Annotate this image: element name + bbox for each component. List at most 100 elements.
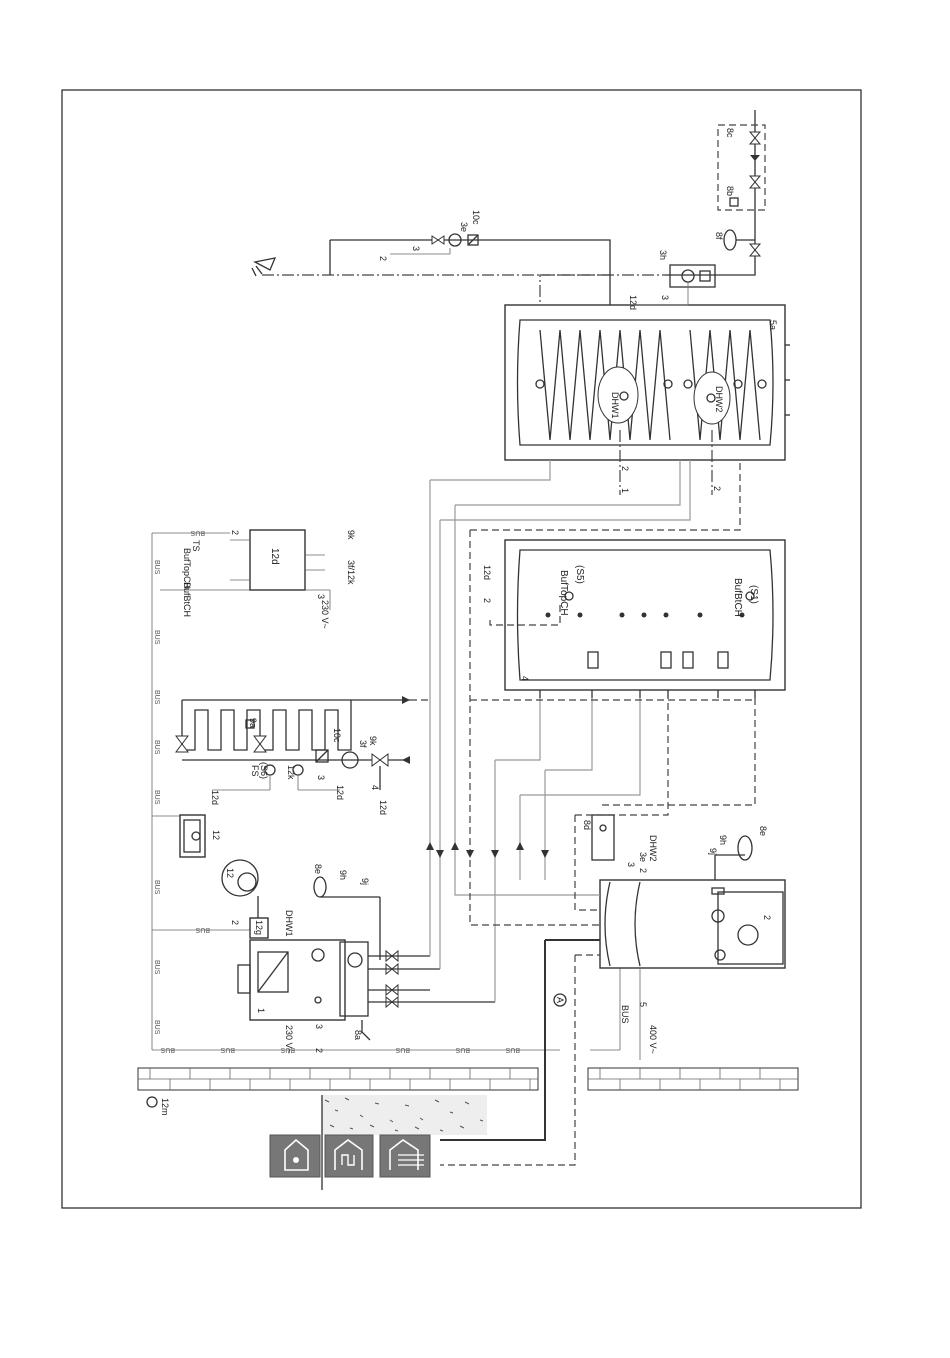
bus-network: BUS BUS BUS BUS BUS BUS BUS BUS BUS BUS …	[151, 529, 621, 1053]
ref-12-boiler-label: 12	[225, 868, 235, 878]
ref-12-label: 12	[211, 830, 221, 840]
dhw2-sensor-label: DHW2	[714, 386, 724, 413]
ref-9k-mix-label: 9k	[368, 736, 378, 746]
ref-12k-label: 12k	[286, 765, 296, 780]
svg-text:BUS: BUS	[505, 1046, 520, 1053]
controller-12d: 12d BufTopCH TS BufBtCH 3f/12k 9k 230 V~…	[182, 529, 356, 629]
ref-8d-label: 8d	[582, 820, 592, 830]
ref-3e-hp-label: 3e	[638, 852, 648, 862]
controller-12d-label: 12d	[269, 548, 280, 565]
buftopch-label: BufTopCH	[558, 570, 569, 616]
ctrl-230v-label: 230 V~	[320, 600, 330, 629]
ref-3h-label: 3h	[658, 250, 668, 260]
ref-9j-boiler-label: 9j	[360, 878, 370, 885]
ref-8f-label: 8f	[714, 232, 724, 240]
hp-n5-label: 5	[638, 1002, 648, 1007]
ctrl-n3-label: 3	[316, 594, 326, 599]
boiler-bus-n2-label: 2	[230, 920, 240, 925]
boiler-230v-label: 230 V~	[284, 1025, 294, 1054]
svg-text:BUS: BUS	[455, 1046, 470, 1053]
dhw-circulation: 3e 10c 3 2 3h 3 12d 8f 8c 8b	[251, 110, 766, 310]
boiler-n3-label: 3	[314, 1024, 324, 1029]
hp-n3-label: 3	[626, 862, 636, 867]
s5-label: (S5)	[574, 565, 585, 584]
sensor-cabling: 1 2 2	[619, 430, 722, 495]
floor-n4-label: 4	[370, 785, 380, 790]
dhw1-boiler-label: DHW1	[284, 910, 294, 937]
dhw-tank-5a: DHW1 DHW2 5a	[504, 304, 790, 461]
hp-n2-label: 2	[638, 868, 648, 873]
ref-3e-top-label: 3e	[459, 222, 469, 232]
piping: A	[410, 460, 756, 1166]
s1-label: (S1)	[748, 585, 759, 604]
dhw1-n1-label: 1	[620, 488, 630, 493]
svg-text:BUS: BUS	[153, 960, 160, 975]
3h-12d-label: 12d	[628, 295, 638, 310]
ref-12d-floor-label: 12d	[210, 790, 220, 805]
svg-text:BUS: BUS	[190, 529, 205, 536]
svg-text:BUS: BUS	[153, 880, 160, 895]
svg-text:BUS: BUS	[153, 690, 160, 705]
svg-text:BUS: BUS	[153, 1020, 160, 1035]
ref-9h-hp-label: 9h	[718, 835, 728, 845]
house-heatpump-icon	[379, 1134, 431, 1178]
top-n3-label: 3	[411, 246, 421, 251]
3h-n3-label: 3	[660, 295, 670, 300]
fs-label: FS	[250, 765, 260, 777]
tank-4-label: 4	[520, 676, 530, 681]
svg-text:BUS: BUS	[153, 630, 160, 645]
bufbtch-label: BufBtCH	[732, 578, 743, 617]
buf-n2-label: 2	[482, 598, 492, 603]
ref-8e-hp-label: 8e	[758, 826, 768, 836]
svg-text:BUS: BUS	[160, 1046, 175, 1053]
room-thermostat-12: 12	[179, 814, 221, 858]
svg-text:BUS: BUS	[153, 790, 160, 805]
hp-2-label: 2	[762, 915, 772, 920]
ref-8a-label: 8a	[353, 1030, 363, 1040]
svg-text:BUS: BUS	[153, 740, 160, 755]
ref-12g-label: 12g	[254, 920, 264, 935]
dhw2-n2-label: 2	[712, 486, 722, 491]
heat-pump: 2 8d 3e DHW2 3 2 8e 9h 9j BUS 400 V~ 5	[582, 814, 786, 1060]
house-heating-icon	[324, 1134, 374, 1178]
page-frame	[61, 89, 862, 1209]
ref-12d-floor2-label: 12d	[335, 785, 345, 800]
ref-8b-label: 8b	[725, 186, 735, 196]
boiler-1-label: 1	[256, 1008, 266, 1013]
dhw2-hp-label: DHW2	[648, 835, 658, 862]
ref-3f-label: 3f	[358, 740, 368, 748]
ref-10c-floor-label: 10c	[332, 728, 342, 743]
s6-label: (S6)	[259, 762, 269, 779]
boiler-1: 1 230 V~ 3 2 12g DHW1 2 12 8e 9h 9j 8a	[221, 859, 495, 1054]
ts-label: TS	[191, 540, 201, 552]
dhw1-n2-label: 2	[620, 466, 630, 471]
ref-12m-label: 12m	[160, 1098, 170, 1116]
svg-text:BUS: BUS	[195, 926, 210, 933]
ref-8e-boiler-label: 8e	[313, 864, 323, 874]
svg-text:BUS: BUS	[153, 560, 160, 575]
buf-12d-label: 12d	[482, 565, 492, 580]
ref-9a-label: 9a	[248, 718, 258, 728]
boiler-n2-label: 2	[314, 1048, 324, 1053]
svg-text:BUS: BUS	[220, 1046, 235, 1053]
ref-12d-mix-label: 12d	[378, 800, 388, 815]
floor-n3-label: 3	[316, 775, 326, 780]
circle-a-label: A	[555, 997, 565, 1003]
tank-5a-label: 5a	[768, 320, 778, 330]
buffer-tank-4: BufTopCH (S5) BufBtCH (S1) 4 2 12d	[482, 539, 786, 698]
top-n2-label: 2	[378, 256, 388, 261]
svg-text:BUS: BUS	[280, 1046, 295, 1053]
ref-9k-label: 9k	[346, 530, 356, 540]
ref-9h-boiler-label: 9h	[338, 870, 348, 880]
bufbtch-small-label: BufBtCH	[182, 582, 192, 617]
svg-text:BUS: BUS	[395, 1046, 410, 1053]
hp-400v-label: 400 V~	[648, 1025, 658, 1054]
building-wall: 12m	[137, 1067, 799, 1190]
dhw1-sensor-label: DHW1	[610, 392, 620, 419]
floor-heating-circuit: 9a FS (S6) 12k 10c 3f 9k 12d 12d 3 4 12d	[175, 696, 410, 815]
ref-3f12k-label: 3f/12k	[346, 560, 356, 585]
ref-8c-label: 8c	[725, 128, 735, 138]
ctrl-n2-label: 2	[230, 530, 240, 535]
ref-10c-top-label: 10c	[471, 210, 481, 225]
